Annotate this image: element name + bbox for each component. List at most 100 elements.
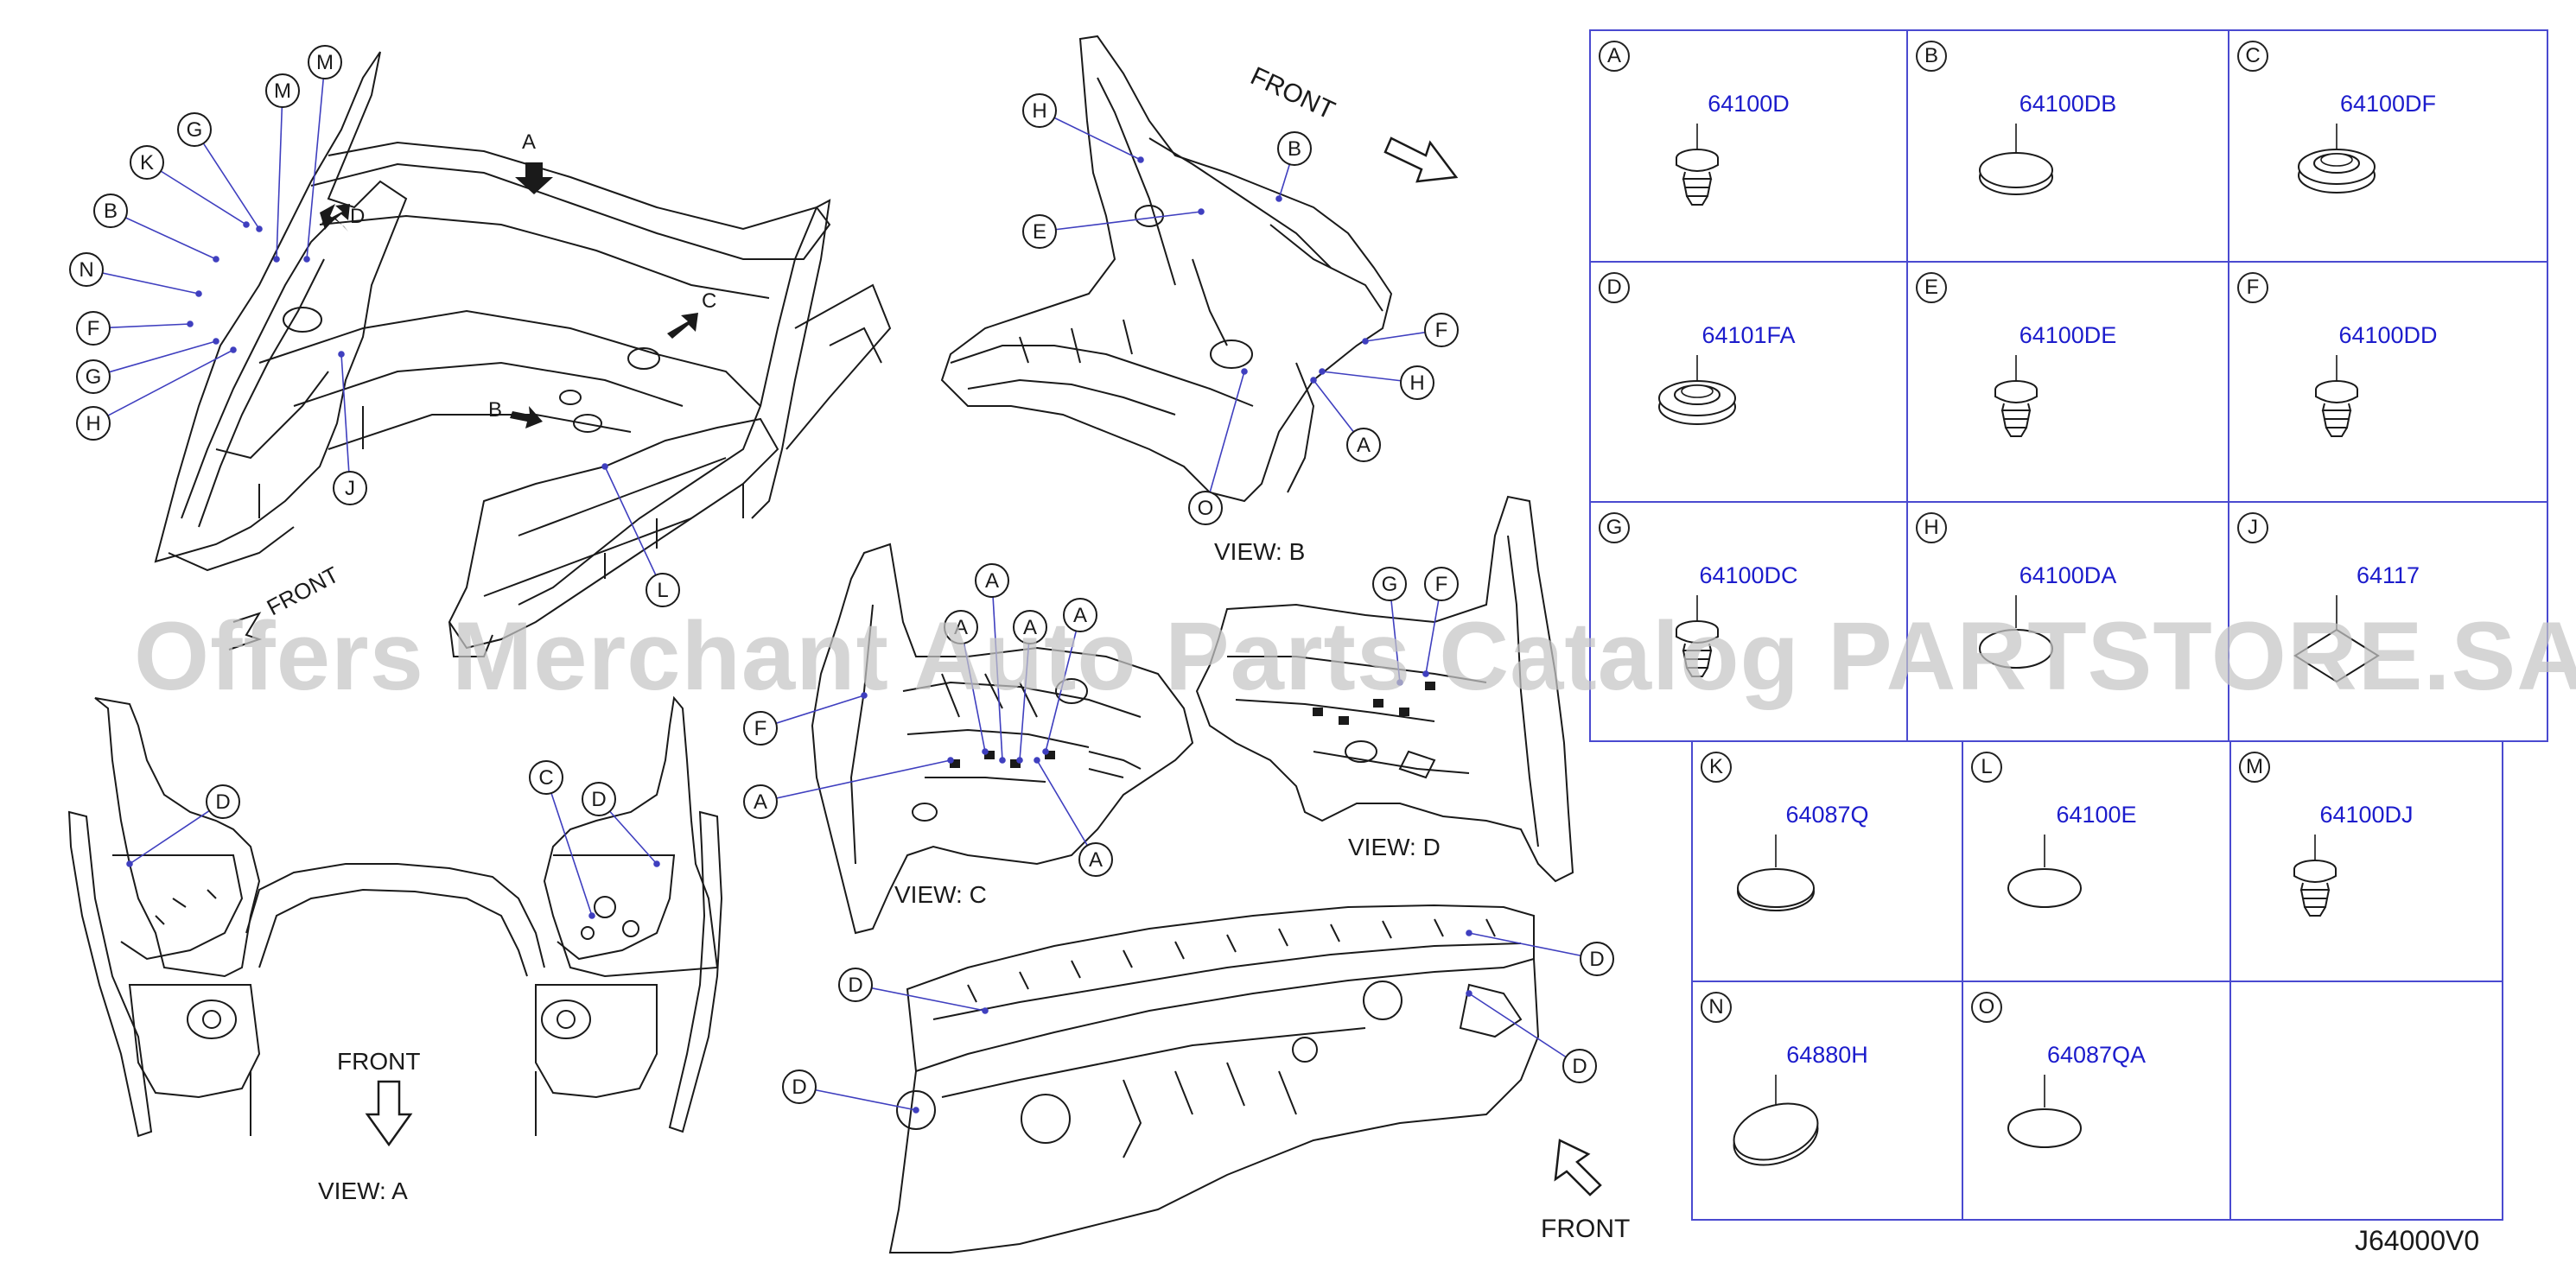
callout-letter: A (954, 616, 968, 639)
callout-circle[interactable] (1022, 214, 1057, 249)
callout-letter: A (1089, 848, 1103, 872)
callout-circle[interactable] (582, 782, 616, 816)
dash-panel-front: FRONT (1541, 1139, 1630, 1243)
leader-point (1034, 757, 1040, 764)
main-body-assembly (154, 51, 892, 657)
leader-point (1466, 930, 1472, 936)
callout-letter: C (538, 766, 553, 790)
svg-text:C: C (702, 289, 716, 313)
callout-letter: O (1198, 497, 1214, 520)
callout-letter: F (754, 717, 767, 740)
leader-line (760, 759, 951, 803)
callout-letter: A (1357, 434, 1371, 457)
leader-point (338, 351, 345, 358)
callout-circle[interactable] (743, 711, 778, 746)
callout-circle[interactable] (1013, 610, 1047, 644)
leader-line (1468, 932, 1598, 960)
leader-point (256, 225, 263, 232)
leader-line (129, 801, 224, 865)
leader-point (1362, 338, 1369, 345)
leader-line (1205, 371, 1245, 509)
callout-letter: B (1288, 137, 1301, 161)
callout-circle[interactable] (1346, 428, 1381, 462)
callout-circle[interactable] (1063, 598, 1097, 632)
callout-letter: M (316, 51, 334, 74)
leader-point (982, 1007, 989, 1014)
leader-line (1036, 759, 1097, 860)
diagram-id: J64000V0 (2355, 1225, 2480, 1256)
callout-circle[interactable] (1580, 942, 1614, 976)
leader-point (1042, 748, 1049, 755)
callout-circle[interactable] (529, 760, 563, 795)
leader-point (861, 692, 868, 699)
callout-circle[interactable] (1562, 1049, 1597, 1083)
front-label-dash: FRONT (1541, 1215, 1630, 1243)
callout-letter: A (985, 569, 999, 593)
callout-circle[interactable] (975, 563, 1009, 598)
leader-point (1275, 195, 1282, 202)
callout-circle[interactable] (76, 311, 111, 346)
leader-line (86, 269, 200, 295)
callout-circle[interactable] (1277, 131, 1312, 166)
callout-letter: H (1409, 371, 1424, 395)
callout-circle[interactable] (206, 784, 240, 819)
callout-letter: F (1435, 319, 1448, 342)
callout-circle[interactable] (1078, 842, 1113, 877)
watermark: Offers Merchant Auto Parts Catalog PARTS… (134, 602, 2576, 710)
callout-circle[interactable] (838, 968, 873, 1002)
callout-letter: D (215, 790, 230, 814)
leader-line (798, 1086, 917, 1111)
leader-point (982, 748, 989, 755)
callout-circle[interactable] (308, 45, 342, 79)
callout-circle[interactable] (944, 610, 978, 644)
callout-circle[interactable] (1188, 491, 1223, 525)
leader-point (195, 290, 202, 297)
leader-point (1396, 679, 1403, 686)
callout-circle[interactable] (743, 784, 778, 819)
leader-point (213, 338, 219, 345)
leader-point (1319, 368, 1326, 375)
callout-circle[interactable] (130, 145, 164, 180)
callout-circle[interactable] (646, 573, 680, 607)
view-c-label: VIEW: C (894, 881, 987, 908)
callout-circle[interactable] (333, 471, 367, 505)
callout-circle[interactable] (177, 112, 212, 147)
svg-text:A: A (522, 130, 536, 154)
callout-letter: J (345, 477, 355, 500)
leader-point (243, 221, 250, 228)
leader-point (1466, 990, 1472, 997)
callout-circle[interactable] (76, 406, 111, 441)
leader-point (1241, 368, 1248, 375)
leader-point (187, 320, 194, 327)
leader-point (1016, 757, 1023, 764)
callout-circle[interactable] (1424, 567, 1459, 601)
callout-circle[interactable] (782, 1069, 817, 1104)
callout-circle[interactable] (69, 252, 104, 287)
callout-letter: E (1033, 220, 1046, 244)
callout-circle[interactable] (76, 359, 111, 394)
front-label-view-a: FRONT (337, 1048, 420, 1075)
view-arrows (320, 162, 698, 428)
callout-circle[interactable] (1424, 313, 1459, 347)
callout-letter: D (591, 788, 606, 811)
callout-letter: G (86, 365, 102, 389)
leader-point (947, 757, 954, 764)
callout-circle[interactable] (1372, 567, 1407, 601)
view-a-front: FRONT (337, 1048, 420, 1147)
callout-circle[interactable] (1400, 365, 1434, 400)
leader-line (276, 90, 283, 260)
leader-point (601, 463, 608, 470)
callout-circle[interactable] (93, 194, 128, 228)
callout-circle[interactable] (1022, 93, 1057, 128)
leader-lines (86, 61, 1598, 1114)
view-b-front: FRONT (1246, 61, 1459, 183)
dash-panel-assembly (888, 904, 1540, 1253)
leader-point (230, 346, 237, 353)
front-label-view-b: FRONT (1246, 61, 1339, 125)
leader-line (306, 61, 326, 260)
callout-circle[interactable] (265, 73, 300, 108)
leader-point (1137, 156, 1144, 163)
